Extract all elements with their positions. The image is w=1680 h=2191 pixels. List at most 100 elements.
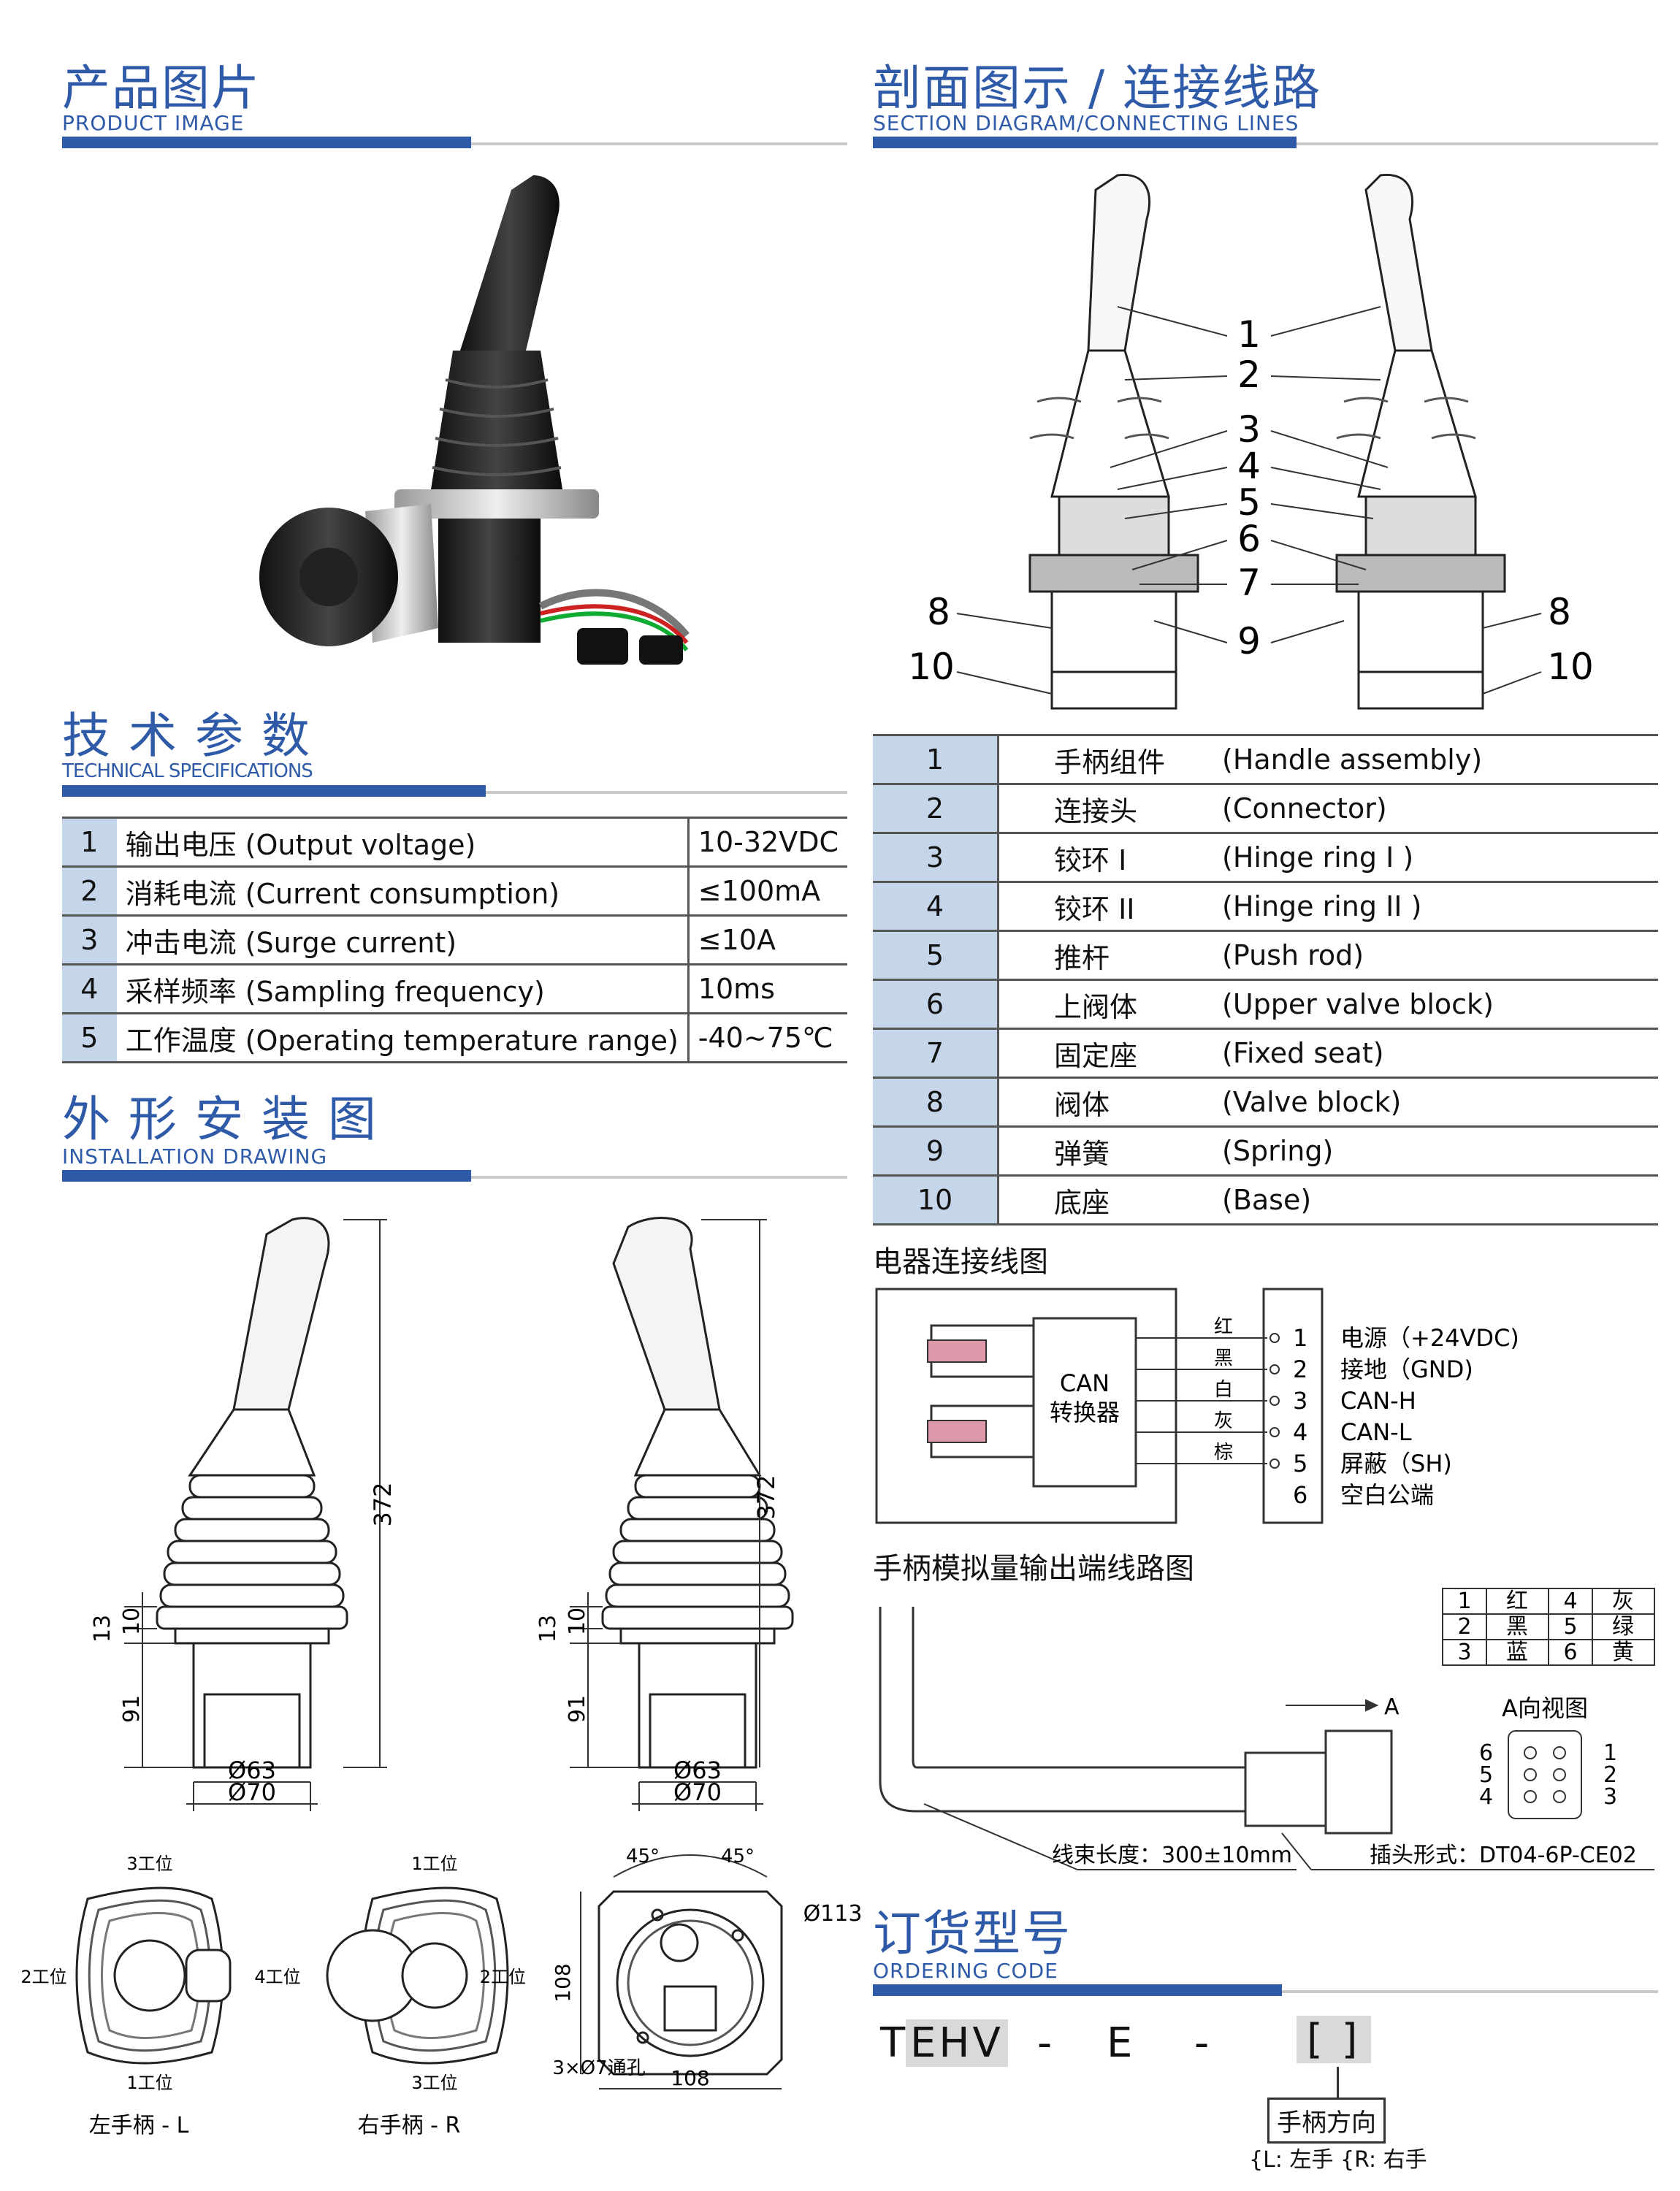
svg-text:4: 4 (1479, 1784, 1493, 1810)
pos-2-left: 2工位 (20, 1967, 66, 1987)
dim-d70: Ø70 (228, 1778, 276, 1806)
side-view-right: 372 10 13 91 Ø63 Ø70 (535, 1217, 794, 1811)
svg-text:3: 3 (1457, 1640, 1471, 1665)
pin-desc: 电源（+24VDC) (1340, 1324, 1519, 1352)
dim-d63: Ø63 (673, 1756, 722, 1784)
pin-num: 4 (1293, 1418, 1307, 1446)
pin-num: 1 (1293, 1324, 1307, 1352)
top-views: 3工位 2工位 4工位 1工位 1工位 2工位 3工位 左手柄 - L 右手柄 … (20, 1854, 526, 2138)
plug-type: 插头形式：DT04-6P-CE02 (1370, 1843, 1637, 1868)
svg-text:4: 4 (1563, 1588, 1577, 1614)
svg-text:3: 3 (1603, 1784, 1617, 1810)
section-diagram-title: 剖面图示 / 连接线路 (873, 60, 1322, 116)
svg-text:5: 5 (1479, 1762, 1493, 1788)
pin-desc: 屏蔽（SH) (1340, 1450, 1452, 1477)
dim-10: 10 (565, 1607, 590, 1635)
dim-372: 372 (369, 1482, 397, 1526)
svg-text:黑: 黑 (1506, 1614, 1528, 1640)
wiring-title: 电器连接线图 (873, 1245, 1048, 1279)
pin-num: 2 (1293, 1355, 1307, 1383)
dim-10: 10 (119, 1607, 145, 1635)
tech-specs-subtitle: TECHNICAL SPECIFICATIONS (62, 760, 313, 782)
callout-6: 6 (1237, 518, 1261, 560)
pos-1-right: 1工位 (411, 1854, 457, 1874)
dim-d70: Ø70 (673, 1778, 722, 1806)
callout-10-left: 10 (908, 646, 955, 688)
callout-7: 7 (1237, 562, 1261, 604)
analog-title: 手柄模拟量输出端线路图 (873, 1552, 1194, 1586)
header-rule (873, 137, 1658, 148)
svg-text:2: 2 (1603, 1762, 1617, 1788)
can-label-1: CAN (1060, 1369, 1110, 1397)
wire-color: 棕 (1214, 1442, 1233, 1464)
pos-3-left: 3工位 (126, 1854, 172, 1874)
callout-2: 2 (1237, 353, 1261, 396)
wire-color: 红 (1214, 1316, 1233, 1338)
wire-color: 白 (1214, 1379, 1233, 1401)
dim-13: 13 (90, 1615, 115, 1643)
flange-view: 45° 45° Ø113 108 108 3×Ø7通孔 (551, 1846, 862, 2090)
product-image-title: 产品图片 (62, 60, 261, 116)
pos-2-right: 2工位 (480, 1967, 526, 1987)
svg-text:1: 1 (1603, 1740, 1617, 1766)
left-handle-label: 左手柄 - L (89, 2113, 189, 2138)
side-view-left: 372 10 13 91 Ø63 Ø70 (90, 1217, 397, 1811)
pin-desc: CAN-H (1340, 1387, 1416, 1415)
dim-91: 91 (565, 1695, 590, 1723)
dim-h108: 108 (551, 1963, 575, 2002)
header-rule (873, 1984, 1658, 1996)
callout-1: 1 (1237, 313, 1261, 356)
pin-desc: 接地（GND) (1340, 1355, 1473, 1383)
callout-10-right: 10 (1547, 646, 1594, 688)
section-diagram-subtitle: SECTION DIAGRAM/CONNECTING LINES (873, 111, 1299, 135)
product-image-subtitle: PRODUCT IMAGE (62, 111, 245, 135)
angle-45-right: 45° (721, 1846, 755, 1867)
pin-num: 3 (1293, 1387, 1307, 1415)
code-bracket: [ ] (1297, 2016, 1371, 2063)
dim-372: 372 (752, 1475, 780, 1519)
svg-text:6: 6 (1479, 1740, 1493, 1766)
pos-3-right: 3工位 (411, 2073, 457, 2093)
pin-desc: CAN-L (1340, 1418, 1412, 1446)
pos-1-left: 1工位 (126, 2073, 172, 2093)
pin-desc: 空白公端 (1340, 1481, 1434, 1509)
header-rule (62, 1170, 847, 1182)
angle-45-left: 45° (626, 1846, 660, 1867)
arrow-a-label: A (1384, 1694, 1400, 1720)
svg-text:绿: 绿 (1612, 1614, 1634, 1640)
harness-length: 线束长度：300±10mm (1052, 1843, 1292, 1868)
pos-4-left: 4工位 (254, 1967, 300, 1987)
ordering-title: 订货型号 (873, 1905, 1072, 1962)
ordering-subtitle: ORDERING CODE (873, 1959, 1058, 1983)
svg-text:灰: 灰 (1612, 1588, 1634, 1614)
callout-5: 5 (1237, 481, 1261, 524)
code-dash: - (1037, 2019, 1055, 2067)
handle-options: {L: 左手 {R: 右手 (1249, 2147, 1427, 2173)
code-e: E (1107, 2019, 1136, 2067)
svg-text:黄: 黄 (1612, 1640, 1634, 1665)
wiring-diagram: CAN 转换器 红 黑 白 灰 棕 1 2 3 4 5 6 电源（+24VDC)… (875, 1288, 1519, 1524)
tech-specs-title: 技 术 参 数 (62, 708, 311, 764)
header-rule (62, 137, 847, 148)
header-rule (62, 785, 847, 797)
code-ehv: EHV (906, 2019, 1008, 2067)
pin-num: 5 (1293, 1450, 1307, 1477)
svg-text:红: 红 (1506, 1588, 1528, 1614)
callout-8-left: 8 (927, 591, 950, 633)
svg-text:1: 1 (1457, 1588, 1471, 1614)
dim-holes: 3×Ø7通孔 (552, 2057, 645, 2079)
